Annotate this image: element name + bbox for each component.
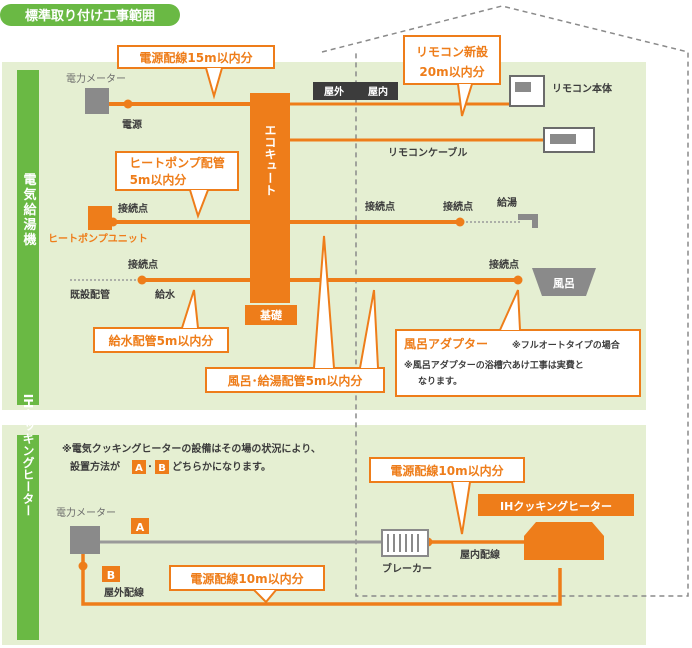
route-b-badge [102,566,120,582]
title-tab [0,4,180,26]
ih-note-line2-suffix: どちらかになります。 [172,460,271,473]
water-connection-point [137,275,147,285]
callout-bath-adapter-cost-line1: ※風呂アダプターの浴槽穴あけ工事は実費と [404,359,584,371]
house-outline [321,5,689,597]
water-connection-label: 接続点 [128,258,158,271]
ih-heater-title-bg [478,494,634,516]
callout-ih-power-top-text: 電源配線10m以内分 [390,463,503,478]
ih-side-label: IHクッキングヒーター [21,394,35,517]
outdoor-wiring-label: 屋外配線 [104,586,144,599]
route-b-point [78,561,88,571]
ecocute-unit [250,93,290,303]
callout-water-pipe: 給水配管5m以内分 [93,289,229,353]
inside-label: 屋内 [368,85,388,98]
water-label: 給水 [155,288,176,301]
callout-bath-adapter: 風呂アダプター ※フルオートタイプの場合 ※風呂アダプターの浴槽穴あけ工事は実費… [395,289,641,397]
bath-label: 風呂 [553,277,575,290]
ih-note-option-b-badge [155,460,169,474]
ih-note-line2-prefix: 設置方法が [70,460,121,473]
route-b-line [81,554,562,606]
existing-pipe-label: 既設配管 [70,288,110,301]
hot-water-label: 給湯 [497,196,517,209]
bath-connection-point [513,275,523,285]
callout-water-pipe-text: 給水配管5m以内分 [109,333,214,348]
heatpump-connection-label: 接続点 [118,202,148,215]
ecocute-side-label-bg [17,70,39,405]
ih-note-line1: ※電気クッキングヒーターの設備はその場の状況により、 [62,442,321,455]
callout-remote-new-line1: リモコン新設 [416,44,489,59]
ih-power-meter [70,526,100,554]
bathtub-icon [532,268,596,296]
meter-label: 電力メーター [66,72,126,85]
indoor-wiring-label: 屋内配線 [460,548,500,561]
remote-screen-icon [515,82,531,92]
route-b-label: B [107,569,115,582]
remote-cable-label: リモコンケーブル [388,146,467,159]
hot-water-connection-label-2: 接続点 [443,200,473,213]
breaker-slots-icon [387,534,419,552]
route-a-badge [131,518,149,534]
ih-note-option-a: A [135,463,143,474]
callout-ih-power-bottom-text: 電源配線10m以内分 [190,571,303,586]
ih-heater-top-icon [524,522,604,536]
heatpump-unit [88,206,112,230]
callout-remote-new: リモコン新設 20m以内分 [403,35,501,117]
callout-bath-pipe-text: 風呂･給湯配管5m以内分 [228,373,363,388]
power-point [123,99,133,109]
ih-note-dot: ･ [148,462,153,473]
callout-ih-power-top: 電源配線10m以内分 [369,457,525,535]
ih-side-label-bg [17,435,39,640]
callout-heatpump-pipe-line1: ヒートポンプ配管 [129,155,225,170]
ecocute-base-label: 基礎 [259,308,283,322]
faucet-icon [518,214,538,228]
callout-remote-new-line2: 20m以内分 [419,64,484,79]
hot-water-connection-label-1: 接続点 [365,200,395,213]
route-a-label: A [136,521,145,534]
bath-connection-label: 接続点 [489,258,519,271]
callout-bath-adapter-note: ※フルオートタイプの場合 [512,339,621,351]
callout-bath-pipe: 風呂･給湯配管5m以内分 [205,235,385,393]
callout-heatpump-pipe: ヒートポンプ配管 5m以内分 [115,151,239,220]
ih-note-option-b: B [158,463,166,474]
ecocute-side-label: 電気給湯機 [21,173,37,248]
callout-power-wiring-text: 電源配線15m以内分 [139,50,252,65]
callout-bath-adapter-cost-line2: なります。 [418,376,462,387]
outside-label: 屋外 [324,85,344,98]
ih-heater-label: IHクッキングヒーター [500,499,612,513]
callout-power-wiring: 電源配線15m以内分 [117,45,275,100]
remote-label: リモコン本体 [552,82,613,95]
ih-note-option-a-badge [132,460,146,474]
breaker-label: ブレーカー [382,562,432,575]
callout-ih-power-bottom: 電源配線10m以内分 [169,565,325,604]
callout-bath-adapter-title: 風呂アダプター [404,336,488,351]
callout-heatpump-pipe-line2: 5m以内分 [130,172,187,187]
hot-water-connection-point [455,217,465,227]
ecocute-unit-label: エコキュート [263,124,277,196]
power-meter [85,88,109,114]
heatpump-unit-label: ヒートポンプユニット [48,232,148,245]
power-label: 電源 [122,118,142,131]
outside-inside-label-bg [313,82,398,100]
ih-meter-label: 電力メーター [56,506,116,519]
ih-heater-body-icon [524,536,604,560]
remote-bath-screen-icon [550,134,576,144]
page-title: 標準取り付け工事範囲 [25,8,155,24]
ecocute-base [245,305,297,325]
